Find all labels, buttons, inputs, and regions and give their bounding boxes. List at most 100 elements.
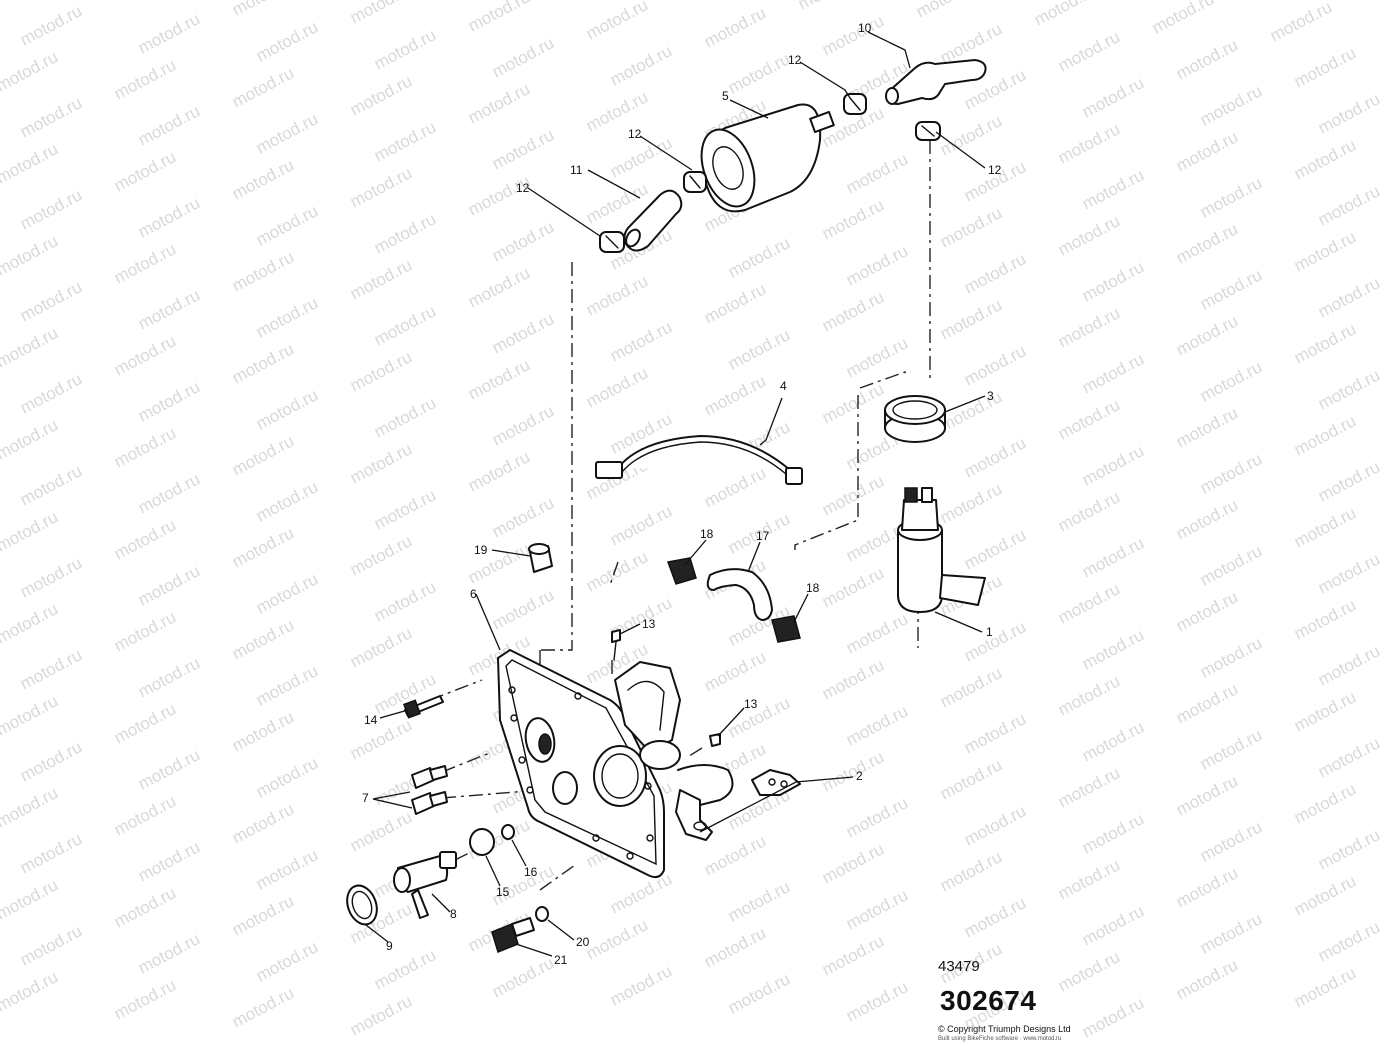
watermark-text: motod.ru [961, 893, 1029, 941]
watermark-text: motod.ru [229, 431, 297, 479]
watermark-text: motod.ru [229, 523, 297, 571]
watermark-text: motod.ru [961, 249, 1029, 297]
watermark-text: motod.ru [17, 829, 85, 877]
watermark-text: motod.ru [253, 477, 321, 525]
watermark-text: motod.ru [843, 885, 911, 933]
callout-20: 20 [576, 935, 590, 949]
watermark-text: motod.ru [725, 325, 793, 373]
watermark-text: motod.ru [1197, 173, 1265, 221]
watermark-text: motod.ru [111, 423, 179, 471]
watermark-text: motod.ru [725, 969, 793, 1017]
watermark-text: motod.ru [1291, 227, 1359, 275]
hose-clips [599, 93, 941, 253]
watermark-text: motod.ru [371, 117, 439, 165]
watermark-text: motod.ru [701, 279, 769, 327]
watermark-text: motod.ru [1315, 549, 1383, 597]
watermark-text: motod.ru [111, 239, 179, 287]
watermark-text: motod.ru [1079, 809, 1147, 857]
callout-18a: 18 [700, 527, 714, 541]
watermark-text: motod.ru [253, 293, 321, 341]
watermark-text: motod.ru [961, 341, 1029, 389]
watermark-text: motod.ru [1079, 257, 1147, 305]
watermark-text: motod.ru [347, 255, 415, 303]
watermark-text: motod.ru [1291, 43, 1359, 91]
watermark-text: motod.ru [1055, 671, 1123, 719]
watermark-text: motod.ru [1197, 725, 1265, 773]
watermark-text: motod.ru [0, 47, 61, 95]
callout-13b: 13 [744, 697, 758, 711]
watermark-text: motod.ru [347, 623, 415, 671]
watermark-text: motod.ru [347, 71, 415, 119]
watermark-text: motod.ru [701, 923, 769, 971]
callout-21: 21 [554, 953, 568, 967]
watermark-text: motod.ru [1173, 35, 1241, 83]
clip-c [843, 93, 867, 115]
watermark-text: motod.ru [843, 149, 911, 197]
watermark-text: motod.ru [1055, 211, 1123, 259]
watermark-text: motod.ru [1291, 871, 1359, 919]
watermark-text: motod.ru [701, 463, 769, 511]
watermark-text: motod.ru [371, 25, 439, 73]
watermark-text: motod.ru [1055, 27, 1123, 75]
watermark-text: motod.ru [0, 507, 61, 555]
watermark-text: motod.ru [843, 977, 911, 1025]
callout-12c: 12 [788, 53, 802, 67]
watermark-text: motod.ru [819, 471, 887, 519]
watermark-text: motod.ru [843, 241, 911, 289]
watermark-text: motod.ru [111, 883, 179, 931]
watermark-text: motod.ru [135, 837, 203, 885]
watermark-text: motod.ru [111, 791, 179, 839]
watermark-text: motod.ru [0, 599, 61, 647]
tap-ring [346, 884, 378, 926]
watermark-text: motod.ru [1055, 487, 1123, 535]
hose-clip-lower [771, 615, 801, 643]
watermark-text: motod.ru [371, 393, 439, 441]
watermark-text: motod.ru [1173, 863, 1241, 911]
watermark-text: motod.ru [607, 501, 675, 549]
watermark-text: motod.ru [819, 379, 887, 427]
watermark-text: motod.ru [371, 577, 439, 625]
watermark-text: motod.ru [1197, 449, 1265, 497]
watermark-text: motod.ru [229, 339, 297, 387]
watermark-text: motod.ru [489, 125, 557, 173]
watermark-text: motod.ru [17, 461, 85, 509]
watermark-text: motod.ru [701, 831, 769, 879]
watermark-text: motod.ru [17, 553, 85, 601]
outlet-hose [885, 59, 987, 105]
watermark-text: motod.ru [1055, 579, 1123, 627]
unions [411, 765, 448, 815]
callout-18b: 18 [806, 581, 820, 595]
watermark-text: motod.ru [253, 569, 321, 617]
watermark-text: motod.ru [229, 63, 297, 111]
watermark-text: motod.ru [229, 247, 297, 295]
watermark-text: motod.ru [1079, 993, 1147, 1041]
watermark-text: motod.ru [937, 295, 1005, 343]
watermark-text: motod.ru [1197, 909, 1265, 957]
watermark-text: motod.ru [1197, 357, 1265, 405]
watermark-text: motod.ru [0, 691, 61, 739]
callout-17: 17 [756, 529, 770, 543]
callout-3: 3 [987, 389, 994, 403]
watermark-text: motod.ru [489, 585, 557, 633]
watermark-text: motod.ru [0, 139, 61, 187]
watermark-text: motod.ru [135, 745, 203, 793]
watermark-text: motod.ru [1315, 733, 1383, 781]
watermark-text: motod.ru [1173, 679, 1241, 727]
watermark-text: motod.ru [371, 209, 439, 257]
callout-15: 15 [496, 885, 510, 899]
watermark-text: motod.ru [1173, 403, 1241, 451]
watermark-text: motod.ru [819, 931, 887, 979]
watermark-text: motod.ru [489, 309, 557, 357]
callout-1: 1 [986, 625, 993, 639]
watermark-text: motod.ru [111, 55, 179, 103]
watermark-text: motod.ru [135, 653, 203, 701]
watermark-text: motod.ru [229, 707, 297, 755]
watermark-text: motod.ru [819, 563, 887, 611]
watermark-text: motod.ru [1315, 273, 1383, 321]
watermark-text: motod.ru [1315, 641, 1383, 689]
watermark-text: motod.ru [583, 363, 651, 411]
watermark-text: motod.ru [347, 347, 415, 395]
watermark-text: motod.ru [371, 301, 439, 349]
